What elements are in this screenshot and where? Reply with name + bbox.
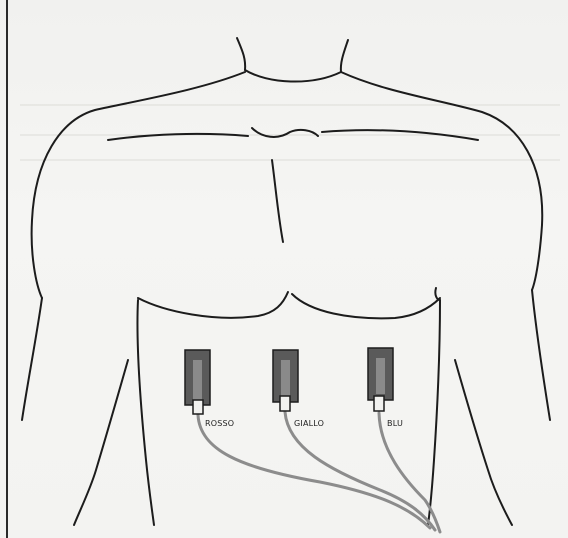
cable-red xyxy=(198,415,430,528)
electrode-yellow xyxy=(273,350,298,411)
right-flank xyxy=(428,300,440,525)
right-pectoral xyxy=(292,294,440,318)
neck-right xyxy=(341,40,348,72)
left-arm-outer xyxy=(22,298,42,420)
sternum xyxy=(272,160,283,242)
label-rosso: ROSSO xyxy=(205,419,234,428)
right-arm-inner xyxy=(455,360,512,525)
electrode-red xyxy=(185,350,210,414)
neck-base xyxy=(245,70,341,82)
left-shoulder xyxy=(32,72,245,298)
left-arm-inner xyxy=(74,360,128,525)
sternal-notch xyxy=(252,128,318,137)
left-pectoral xyxy=(138,292,288,318)
cable-blue xyxy=(379,413,440,532)
label-blu: BLU xyxy=(387,419,403,428)
electrode-blue xyxy=(368,348,393,411)
lead-cables xyxy=(198,412,440,532)
right-arm-outer xyxy=(532,290,550,420)
torso-outline xyxy=(22,38,550,525)
neck-left xyxy=(237,38,245,70)
label-giallo: GIALLO xyxy=(294,419,324,428)
left-flank xyxy=(137,300,154,525)
